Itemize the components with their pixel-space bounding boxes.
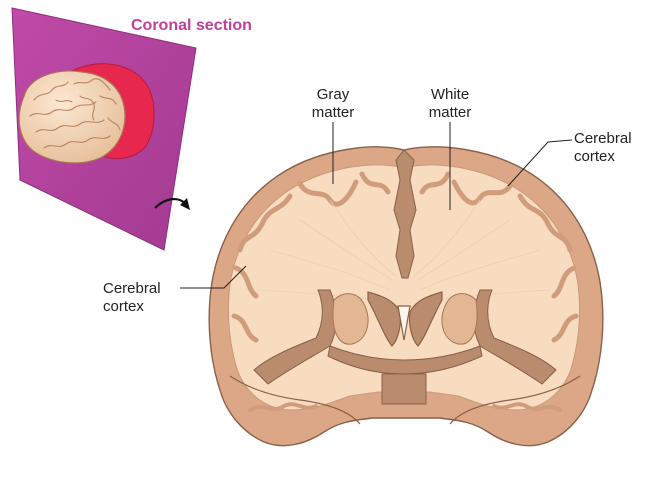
cerebral-cortex-left-line1: Cerebral [103,280,161,298]
cerebral-cortex-left-line2: cortex [103,298,161,316]
cerebral-cortex-right-label: Cerebral cortex [574,130,632,166]
gray-matter-label-line2: matter [303,104,363,122]
cerebral-cortex-right-line2: cortex [574,148,632,166]
cerebral-cortex-right-line1: Cerebral [574,130,632,148]
gray-matter-label-line1: Gray [303,86,363,104]
white-matter-label: White matter [418,86,482,122]
small-brain [19,71,125,163]
gray-matter-label: Gray matter [303,86,363,122]
diagram-title: Coronal section [131,17,252,35]
cerebral-cortex-left-label: Cerebral cortex [103,280,161,316]
white-matter-label-line2: matter [418,104,482,122]
coronal-plane-inset [12,8,196,250]
white-matter-label-line1: White [418,86,482,104]
coronal-brain-section [209,147,603,446]
